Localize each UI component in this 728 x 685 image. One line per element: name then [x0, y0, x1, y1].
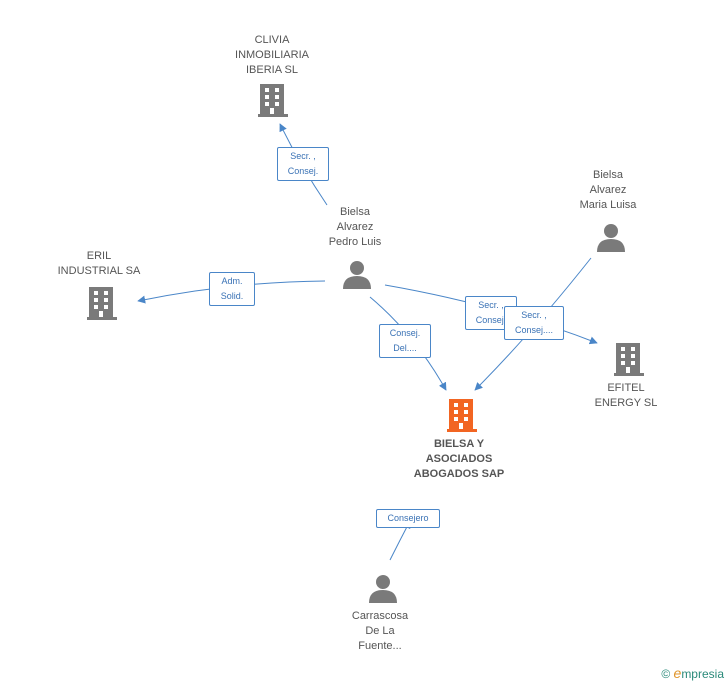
brand-name: mpresia: [681, 667, 724, 681]
node-label-eril[interactable]: ERIL INDUSTRIAL SA: [57, 250, 141, 277]
person-icon[interactable]: [597, 224, 625, 252]
building-icon[interactable]: [87, 287, 117, 320]
node-label-clivia[interactable]: CLIVIA INMOBILIARIA IBERIA SL: [235, 34, 309, 76]
building-icon-main[interactable]: [447, 399, 477, 432]
brand-initial: e: [673, 665, 682, 681]
node-label-pedro[interactable]: Bielsa Alvarez Pedro Luis: [328, 206, 382, 248]
copyright-symbol: ©: [661, 667, 671, 681]
edge-label-maria-bielsa: Secr. , Consej....: [504, 306, 564, 340]
node-label-bielsa-main[interactable]: BIELSA Y ASOCIADOS ABOGADOS SAP: [413, 438, 505, 480]
edge-label-pedro-eril: Adm. Solid.: [209, 272, 255, 306]
node-label-maria[interactable]: Bielsa Alvarez Maria Luisa: [579, 169, 637, 211]
node-label-carrascosa[interactable]: Carrascosa De La Fuente...: [351, 610, 409, 652]
person-icon[interactable]: [343, 261, 371, 289]
edge-label-pedro-bielsa: Consej. Del....: [379, 324, 431, 358]
edge-label-carrascosa-bielsa: Consejero: [376, 509, 440, 528]
empresia-watermark: © empresia: [661, 665, 724, 681]
person-icon[interactable]: [369, 575, 397, 603]
edge-label-pedro-clivia: Secr. , Consej.: [277, 147, 329, 181]
building-icon[interactable]: [258, 84, 288, 117]
building-icon[interactable]: [614, 343, 644, 376]
node-label-efitel[interactable]: EFITEL ENERGY SL: [594, 382, 658, 409]
